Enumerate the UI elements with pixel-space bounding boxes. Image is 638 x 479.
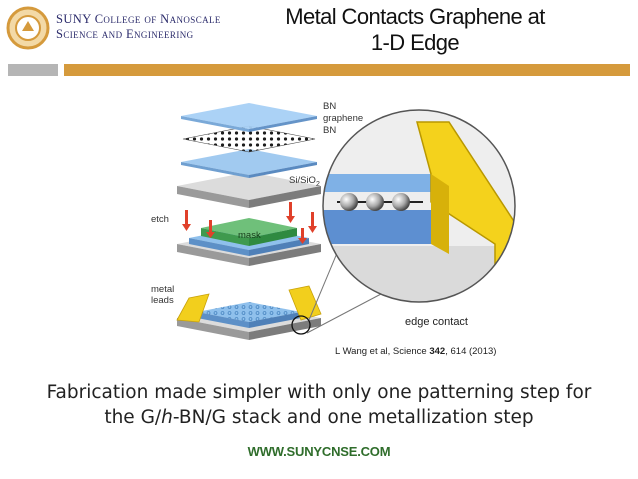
fabrication-figure: BN graphene BN Si/SiO2 etch mask metal l… [151, 101, 516, 357]
title-line-2: 1-D Edge [370, 30, 460, 55]
label-leads: leads [151, 295, 174, 306]
suny-cnse-logo: SUNY College of Nanoscale Science and En… [6, 6, 246, 50]
citation: L Wang et al, Science 342, 614 (2013) [335, 346, 496, 357]
caption-line-1: Fabrication made simpler with only one p… [46, 382, 592, 403]
slide-caption: Fabrication made simpler with only one p… [0, 380, 638, 430]
footer-url[interactable]: WWW.SUNYCNSE.COM [247, 444, 391, 459]
header-rule-grey [8, 64, 58, 76]
label-substrate: Si/SiO2 [289, 175, 320, 188]
logo-line-1: SUNY College of Nanoscale [56, 12, 221, 26]
label-edge-contact: edge contact [405, 316, 468, 328]
label-graphene: graphene [323, 113, 363, 124]
logo-seal-icon [6, 6, 50, 50]
stack-metal [176, 285, 322, 340]
edge-contact-zoom [323, 110, 515, 302]
logo-line-2: Science and Engineering [56, 27, 194, 41]
logo-text: SUNY College of Nanoscale Science and En… [56, 12, 221, 42]
header-rule-orange [64, 64, 630, 76]
caption-line-2-start: the G/ [104, 407, 162, 428]
title-line-1: Metal Contacts Graphene at [285, 4, 545, 29]
label-bn-top: BN [323, 101, 336, 112]
slide-title: Metal Contacts Graphene at 1-D Edge [250, 4, 580, 56]
header-rule [8, 64, 630, 76]
caption-line-2-end: -BN/G stack and one metallization step [172, 407, 534, 428]
caption-line-2-italic: h [161, 407, 173, 428]
label-metal: metal [151, 284, 174, 295]
label-bn-bottom: BN [323, 125, 336, 136]
stack-etch [177, 202, 321, 266]
caption-line-2: the G/h-BN/G stack and one metallization… [0, 405, 638, 430]
label-mask: mask [238, 230, 261, 241]
stack-layers [177, 103, 321, 208]
label-etch: etch [151, 214, 169, 225]
